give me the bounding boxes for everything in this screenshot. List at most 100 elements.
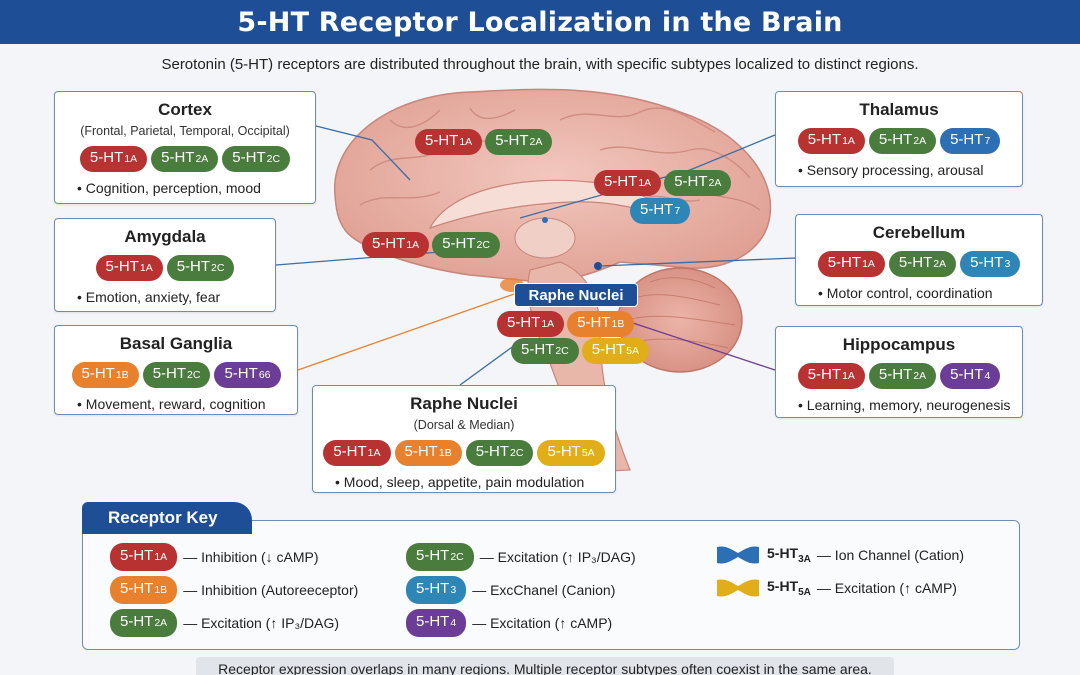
card-title: Cerebellum	[872, 223, 966, 242]
card-subtitle: (Frontal, Parietal, Temporal, Occipital)	[80, 124, 290, 138]
title-bar: 5-HT Receptor Localization in the Brain	[0, 0, 1080, 44]
leader-lines	[275, 125, 796, 386]
key-item-3a: 5-HT3A — Ion Channel (Cation)	[715, 543, 964, 567]
page-title: 5-HT Receptor Localization in the Brain	[237, 6, 843, 38]
ion-channel-icon	[717, 579, 759, 597]
card-function: • Learning, memory, neurogenesis	[798, 397, 1011, 413]
footer-note: Receptor expression overlaps in many reg…	[196, 657, 894, 675]
key-description: — Inhibition (↓ cAMP)	[183, 549, 319, 565]
ion-channel-icon	[717, 546, 759, 564]
key-item-5a: 5-HT5A — Excitation (↑ cAMP)	[715, 576, 957, 600]
key-receptor-label: 5-HT5A	[767, 578, 811, 598]
card-cortex: Cortex (Frontal, Parietal, Temporal, Occ…	[54, 91, 316, 204]
key-description: — Excitation (↑ cAMP)	[472, 615, 613, 631]
card-function: • Sensory processing, arousal	[798, 162, 984, 178]
card-title: Basal Ganglia	[119, 334, 233, 353]
card-subtitle: (Dorsal & Median)	[413, 418, 515, 432]
key-description: — Ion Channel (Cation)	[816, 547, 964, 563]
card-title: Raphe Nuclei	[410, 394, 518, 413]
key-description: — Excitation (↑ IP₃/DAG)	[183, 615, 340, 631]
receptor-key-title: Receptor Key	[82, 502, 252, 534]
card-title: Cortex	[158, 100, 212, 119]
key-description: — Excitation (↑ cAMP)	[816, 580, 957, 596]
key-receptor-label: 5-HT3A	[767, 545, 811, 565]
card-title: Hippocampus	[842, 335, 956, 354]
key-description: — Excitation (↑ IP₃/DAG)	[479, 549, 636, 565]
card-function: • Movement, reward, cognition	[77, 396, 266, 412]
card-function: • Mood, sleep, appetite, pain modulation	[335, 474, 585, 490]
brain-raphe-label: Raphe Nuclei	[514, 283, 638, 307]
card-function: • Cognition, perception, mood	[77, 180, 261, 196]
receptor-key-box	[82, 520, 1020, 650]
thalamus-shape	[514, 217, 576, 259]
card-function: • Emotion, anxiety, fear	[77, 289, 221, 305]
card-function: • Motor control, coordination	[818, 285, 993, 301]
card-title: Amygdala	[124, 227, 206, 246]
key-description: — ExcChanel (Canion)	[472, 582, 616, 598]
key-description: — Inhibition (Autoreeceptor)	[183, 582, 359, 598]
subtitle: Serotonin (5-HT) receptors are distribut…	[161, 56, 919, 73]
